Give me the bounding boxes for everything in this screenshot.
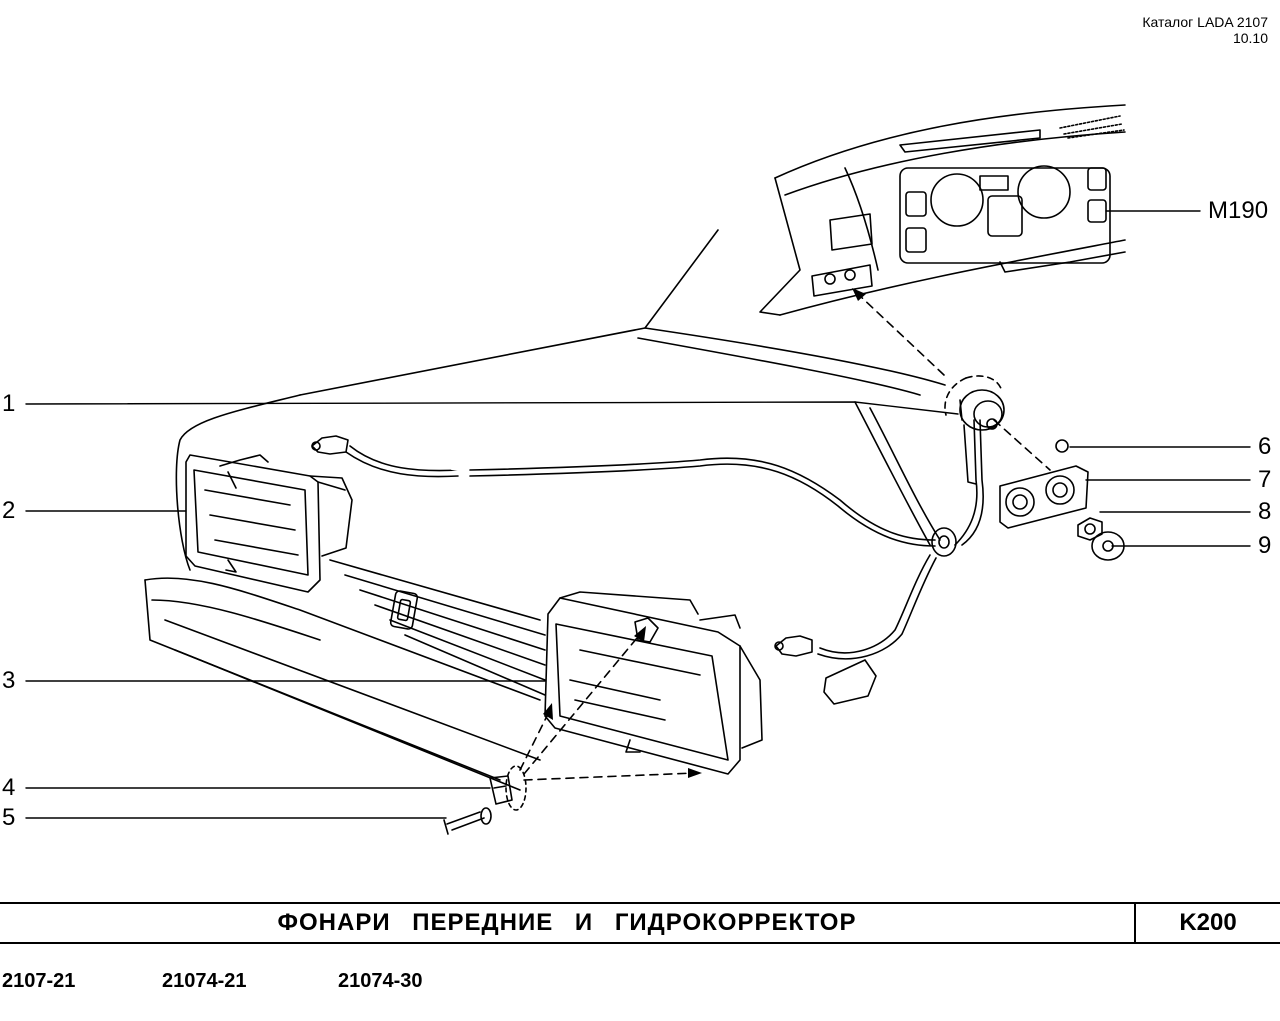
exploded-view-drawing [25,104,1251,835]
car-body-outline [144,229,946,791]
diagram-title: ФОНАРИ ПЕРЕДНИЕ И ГИДРОКОРРЕКТОР [277,909,857,936]
catalog-header: Каталог LADA 2107 10.10 [1142,14,1268,46]
callout-9: 9 [1258,532,1272,559]
leader-lines [25,210,1251,819]
callout-7: 7 [1258,466,1272,493]
mounting-parts [999,439,1125,561]
title-divider [1134,904,1136,942]
clip-and-screw [443,765,527,835]
headlight-left [185,454,353,593]
assembly-arrows [519,293,1051,781]
callout-1: 1 [2,390,16,417]
corrector-knob-unit [944,375,1005,431]
catalog-date: 10.10 [1232,30,1268,46]
callout-6: 6 [1258,433,1272,460]
callout-8: 8 [1258,498,1272,525]
callout-2: 2 [2,497,16,524]
catalog-name: Каталог LADA 2107 [1142,14,1268,30]
callout-5: 5 [2,804,16,831]
model-3: 21074-30 [338,970,423,992]
callout-m190: M190 [1208,197,1269,224]
headlight-right [544,591,763,775]
arrow-heads [543,288,866,778]
model-1: 2107-21 [2,970,76,992]
hydro-corrector-lines [311,419,984,705]
title-block: ФОНАРИ ПЕРЕДНИЕ И ГИДРОКОРРЕКТОР K200 [0,902,1280,944]
callout-3: 3 [2,667,16,694]
callout-4: 4 [2,774,16,801]
diagram-code: K200 [1179,909,1237,936]
model-2: 21074-21 [162,970,247,992]
dashboard [759,104,1126,316]
